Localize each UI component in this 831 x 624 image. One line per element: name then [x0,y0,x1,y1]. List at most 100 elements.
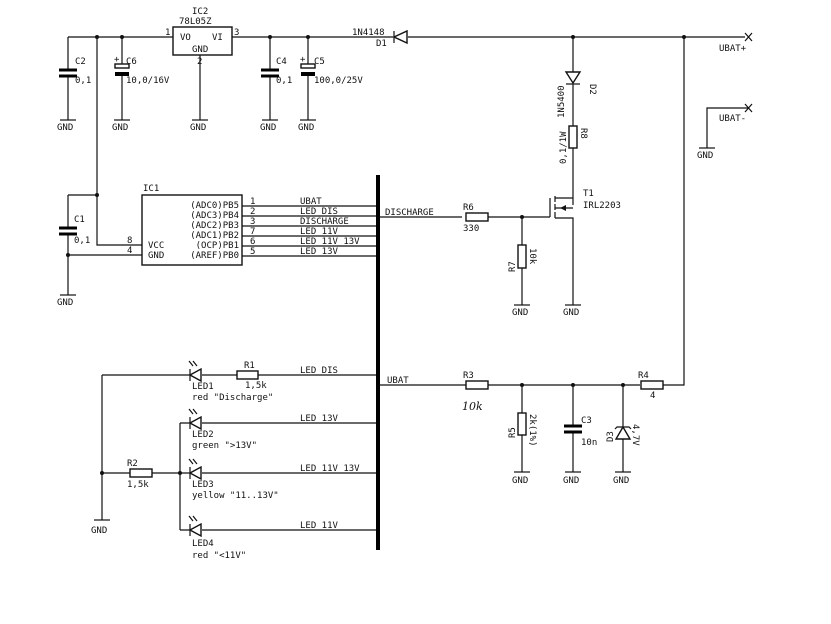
net-label-discharge: DISCHARGE [385,208,434,218]
ic1-pin-num: 1 [250,197,255,207]
ic1-vcc-num: 8 [127,236,132,246]
gnd-symbol: GND [512,471,530,486]
gnd-label: GND [57,123,73,133]
ic1-pin-name: (ADC1)PB2 [190,231,239,241]
net-label-ubat: UBAT [387,376,409,386]
ic1-net-label: UBAT [300,197,322,207]
connector-ubat-plus[interactable]: UBAT+ [719,32,753,54]
d3-ref: D3 [606,431,616,442]
d3-value: 4,7V [630,424,640,446]
gnd-label: GND [697,151,713,161]
connector-ubat-minus[interactable]: UBAT- [706,103,753,148]
resistor-r8: 0,1/1W R8 [559,125,588,164]
gnd-symbol: GND [613,471,631,486]
r1-ref: R1 [244,361,255,371]
net-label-led-11v: LED_11V [300,521,339,531]
ic2-pin3: 3 [234,28,239,38]
ic1-pin-name: (OCP)PB1 [196,241,239,251]
d2-ref: D2 [587,84,597,95]
capacitor-c4: C4 0,1 [261,57,292,86]
gnd-symbol: GND [57,119,76,133]
capacitor-c6: + C6 10,0/16V [114,55,170,86]
ic1-pin-vcc: VCC [148,241,164,251]
t1-value: IRL2203 [583,201,621,211]
t1-ref: T1 [583,189,594,199]
ic2-value: 78L05Z [179,17,212,27]
r6-value: 330 [463,224,479,234]
gnd-symbol: GND [91,519,110,536]
gnd-label: GND [563,476,579,486]
led4-ref: LED4 [192,539,214,549]
c4-ref: C4 [276,57,287,67]
polarity-plus-mark: + [114,55,120,65]
c4-value: 0,1 [276,76,292,86]
ic2-pin-vo: VO [180,33,191,43]
gnd-label: GND [512,476,528,486]
gnd-symbol: GND [112,119,130,133]
capacitor-c2: C2 0,1 [59,57,91,86]
gnd-symbol: GND [512,304,530,318]
gnd-label: GND [512,308,528,318]
gnd-symbol: GND [260,119,278,133]
c1-ref: C1 [74,215,85,225]
c1-value: 0,1 [74,236,90,246]
r5-ref: R5 [508,427,518,438]
net-label-led-dis: LED_DIS [300,366,338,376]
ic1-pin-name: (AREF)PB0 [190,251,239,261]
gnd-label: GND [91,526,107,536]
r5-value: 2k(1%) [527,414,537,447]
c5-value: 100,0/25V [314,76,363,86]
gnd-label: GND [57,298,73,308]
ic1-pin-num: 7 [250,227,255,237]
ic2-pin-gnd: GND [192,45,208,55]
top-rail-wires [67,35,745,386]
capacitor-c1: C1 0,1 [59,193,142,295]
led1: LED1 red "Discharge" [188,360,273,403]
c2-value: 0,1 [75,76,91,86]
resistor-r4 [640,380,664,390]
zener-d3: D3 4,7V [606,424,640,446]
d2-value: 1N5400 [557,85,567,118]
ic2-pin-vi: VI [212,33,223,43]
r3-ref: R3 [463,371,474,381]
capacitor-c3: C3 10n [564,416,597,448]
ic1-net-label: LED_11V [300,227,339,237]
c6-value: 10,0/16V [126,76,170,86]
ic1-gnd-num: 4 [127,246,132,256]
gnd-symbols: GND GND GND GND GND GND GND GND GND GND … [57,119,715,536]
c5-ref: C5 [314,57,325,67]
ic1-pin-gnd: GND [148,251,164,261]
r4-value: 4 [650,391,655,401]
ic1-net-label: LED_DIS [300,207,338,217]
gnd-symbol: GND [57,294,76,308]
gnd-label: GND [112,123,128,133]
net-label-led-13v: LED_13V [300,414,339,424]
led-section: LED_DIS LED_13V LED_11V_13V LED_11V R1 1… [100,360,376,561]
led2-desc: green ">13V" [192,441,257,451]
ic1-net-label: LED_13V [300,247,339,257]
r1-value: 1,5k [245,381,267,391]
r7-ref: R7 [508,261,518,272]
diode-d2: 1N5400 D2 [557,71,597,118]
ic1-pin-num: 5 [250,247,255,257]
mosfet-t1: T1 IRL2203 [549,189,621,305]
ubat-plus-label: UBAT+ [719,44,747,54]
gnd-label: GND [260,123,276,133]
r8-ref: R8 [578,128,588,139]
ic2-pin2: 2 [197,57,202,67]
led3-desc: yellow "11..13V" [192,491,279,501]
gnd-symbol: GND [298,119,316,133]
led1-ref: LED1 [192,382,214,392]
ubat-minus-label: UBAT- [719,114,746,124]
resistor-r1 [236,370,259,380]
capacitor-c5: + C5 100,0/25V [300,55,363,86]
gnd-label: GND [190,123,206,133]
c3-value: 10n [581,438,597,448]
r7-value: 10k [527,248,537,265]
led4-desc: red "<11V" [192,551,246,561]
r6-ref: R6 [463,203,474,213]
resistor-r2 [129,468,153,478]
diode-d1: 1N4148 D1 [352,28,408,49]
led1-desc: red "Discharge" [192,393,273,403]
